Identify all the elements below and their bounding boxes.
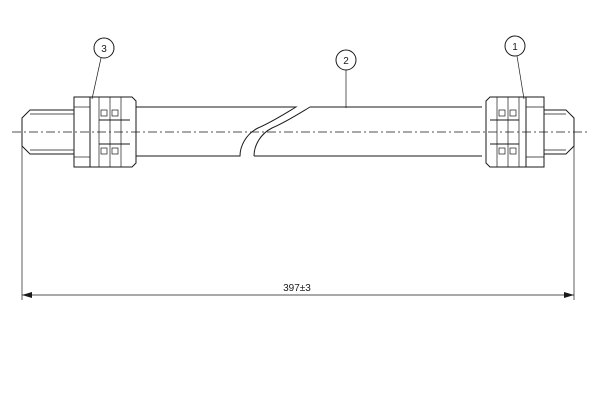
callout-2: 2 [335, 49, 357, 108]
callout-1: 1 [504, 35, 526, 100]
left-arrowhead [22, 292, 32, 298]
overall-length-dimension: 397±3 [21, 146, 575, 300]
callout-3: 3 [91, 37, 115, 100]
callout-1-label: 1 [512, 42, 518, 53]
dimension-value: 397±3 [283, 283, 311, 294]
callout-2-label: 2 [343, 56, 349, 67]
callout-3-label: 3 [101, 44, 107, 55]
right-arrowhead [564, 292, 574, 298]
left-threaded-end [21, 109, 74, 155]
callout-1-leader [516, 55, 525, 100]
callout-3-leader [91, 57, 102, 100]
hose-body [136, 106, 482, 157]
left-crimp-ferrule [89, 96, 137, 168]
